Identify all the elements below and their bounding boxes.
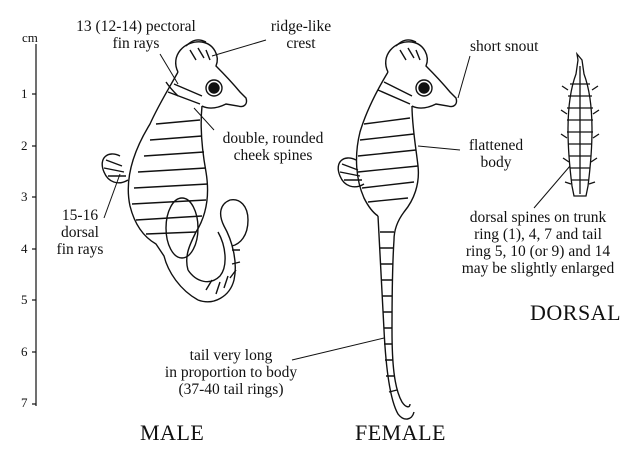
cheek-leader-line [193, 107, 215, 131]
dorsal-spines-label-line: ring (1), 4, 7 and tail [474, 226, 602, 243]
cheek-spines-label-line: cheek spines [233, 147, 313, 164]
dorsal-spines-label-line: may be slightly enlarged [461, 260, 615, 277]
dorsal-spines-leader-line [533, 165, 571, 209]
scale-unit-label: cm [22, 30, 38, 45]
flattened-body-label: flattened body [456, 137, 536, 171]
tail-leader-line [291, 337, 385, 361]
scale-tick-3: 3 [21, 189, 28, 204]
scale-tick-5: 5 [21, 292, 28, 307]
scale-tick-6: 6 [21, 344, 28, 359]
scale-tick-1: 1 [21, 86, 28, 101]
dorsal-fin-rays-label: 15-16 dorsal fin rays [50, 207, 110, 258]
dorsal-fin-rays-label-line: fin rays [56, 241, 104, 258]
pectoral-fin-label-line: 13 (12-14) pectoral [76, 18, 196, 35]
cheek-spines-label-line: double, rounded [222, 130, 324, 147]
flattened-body-leader-line [417, 145, 461, 151]
flattened-body-label-line: body [480, 154, 512, 171]
dorsal-fin-rays-label-line: 15-16 [61, 207, 99, 224]
flattened-body-label-line: flattened [468, 137, 524, 154]
dorsal-view-title: DORSAL [530, 300, 622, 325]
scale-bar [32, 44, 37, 406]
pectoral-leader-line [159, 53, 179, 85]
pectoral-fin-label: 13 (12-14) pectoral fin rays [62, 18, 210, 52]
ridge-crest-label: ridge-like crest [256, 18, 346, 52]
dorsal-spines-label-line: ring 5, 10 (or 9) and 14 [465, 243, 611, 260]
short-snout-label: short snout [470, 38, 539, 55]
leader-lines [103, 39, 571, 361]
scale-tick-4: 4 [21, 241, 28, 256]
male-seahorse-drawing [101, 39, 249, 303]
snout-leader-line [457, 55, 471, 99]
female-view-title: FEMALE [355, 420, 446, 445]
dorsal-fin-rays-label-line: dorsal [61, 224, 99, 241]
tail-length-label-line: (37-40 tail rings) [178, 381, 284, 398]
tail-length-label: tail very long in proportion to body (37… [146, 347, 316, 398]
cheek-spines-label: double, rounded cheek spines [208, 130, 338, 164]
crest-leader-line [211, 39, 267, 57]
scale-tick-7: 7 [21, 395, 28, 410]
dorsal-view-drawing [560, 51, 600, 197]
scale-tick-2: 2 [21, 138, 28, 153]
dorsal-spines-label: dorsal spines on trunk ring (1), 4, 7 an… [446, 209, 630, 277]
ridge-crest-label-line: ridge-like [270, 18, 332, 35]
dorsal-fin-leader-line [103, 173, 121, 219]
tail-length-label-line: tail very long [189, 347, 273, 364]
tail-length-label-line: in proportion to body [164, 364, 298, 381]
pectoral-fin-label-line: fin rays [112, 35, 160, 52]
female-seahorse-drawing [337, 39, 458, 420]
male-view-title: MALE [140, 420, 205, 445]
ridge-crest-label-line: crest [286, 35, 316, 52]
dorsal-spines-label-line: dorsal spines on trunk [469, 209, 607, 226]
